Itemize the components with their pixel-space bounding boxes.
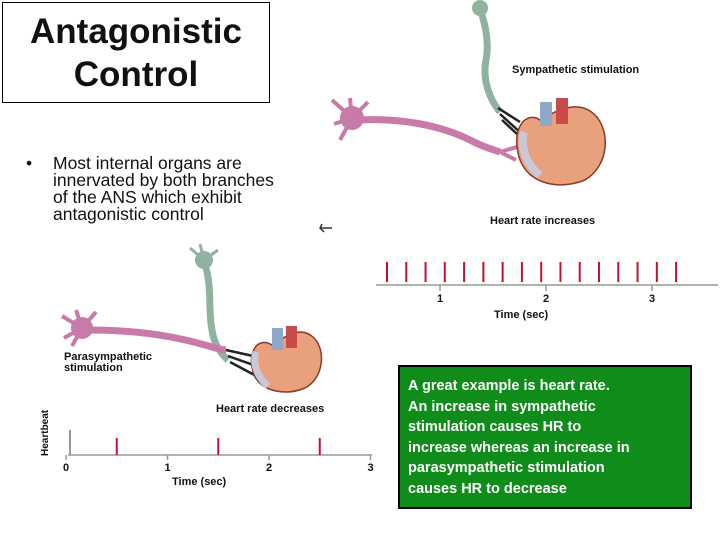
parasympathetic-tick-label: 2 <box>266 462 272 474</box>
note-line: increase whereas an increase in <box>408 439 630 456</box>
neuron-icon <box>60 243 263 380</box>
bullet-text: Most internal organs are innervated by b… <box>53 153 318 224</box>
title-line-1: Antagonistic <box>30 12 242 51</box>
slide-title: Antagonistic Control <box>2 2 270 103</box>
neuron-icon <box>330 0 533 162</box>
sympathetic-tick-label: 3 <box>649 293 655 305</box>
parasympathetic-tick-label: 1 <box>165 462 171 474</box>
bullet-line: of the ANS which exhibit <box>53 187 242 207</box>
heart-icon <box>516 98 606 186</box>
note-line: An increase in sympathetic <box>408 398 596 415</box>
sympathetic-ticks: 1 2 3 <box>437 285 655 305</box>
parasympathetic-beat-strip <box>115 438 321 455</box>
parasympathetic-axis-label: Time (sec) <box>172 476 227 488</box>
parasympathetic-tick-label: 3 <box>368 462 374 474</box>
rate-increase-label: Heart rate increases <box>490 215 595 227</box>
bullet-line: innervated by both branches <box>53 170 274 190</box>
sympathetic-tick-label: 2 <box>543 293 549 305</box>
title-line-2: Control <box>73 55 199 94</box>
sympathetic-tick-label: 1 <box>437 293 443 305</box>
sympathetic-axis-label: Time (sec) <box>494 309 549 321</box>
bullet-line: antagonistic control <box>53 204 204 224</box>
rate-decrease-label: Heart rate decreases <box>216 403 324 415</box>
bullet-marker: • <box>26 153 33 173</box>
parasympathetic-label-line-1: Parasympathetic <box>64 351 152 363</box>
heart-icon <box>250 326 323 393</box>
sympathetic-label: Sympathetic stimulation <box>512 64 639 76</box>
parasympathetic-tick-label: 0 <box>63 462 69 474</box>
note-line: stimulation causes HR to <box>408 419 582 436</box>
sympathetic-beat-strip <box>386 262 678 282</box>
parasympathetic-label-line-2: stimulation <box>64 362 123 374</box>
bullet-line: Most internal organs are <box>53 153 242 173</box>
note-line: causes HR to decrease <box>408 480 567 497</box>
arrow-icon <box>319 223 332 233</box>
note-line: parasympathetic stimulation <box>408 460 605 477</box>
heartbeat-y-label: Heartbeat <box>40 409 51 456</box>
parasympathetic-ticks: 0 1 2 3 <box>63 455 374 474</box>
note-box: A great example is heart rate. An increa… <box>398 365 692 509</box>
note-line: A great example is heart rate. <box>408 378 610 394</box>
